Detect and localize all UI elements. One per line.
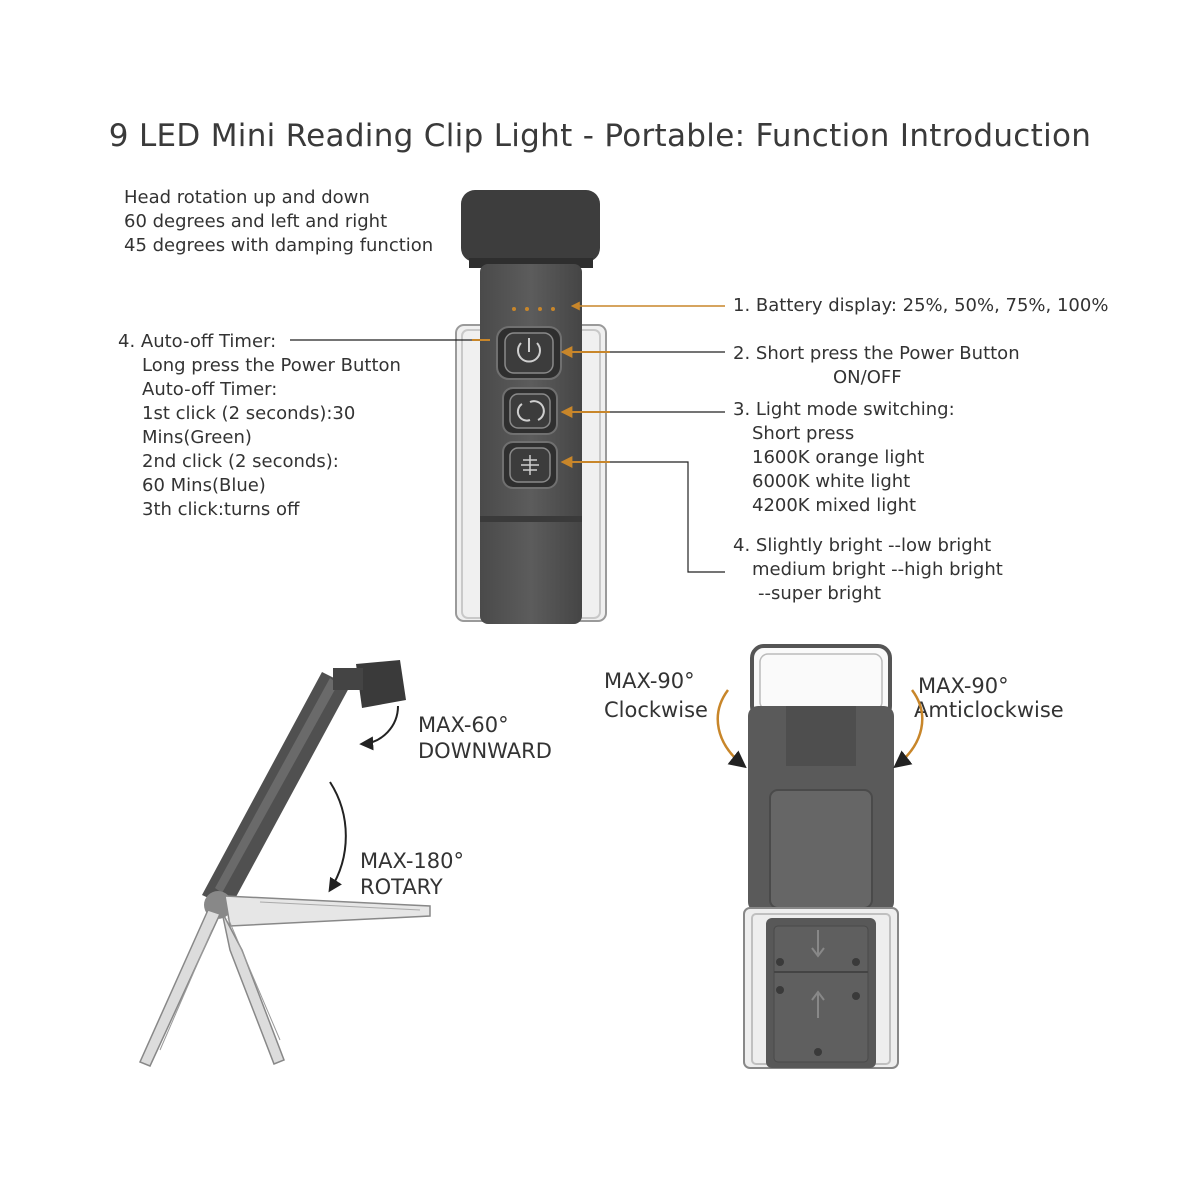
clockwise-direction-label: Clockwise [604, 698, 708, 722]
mode-orange-light: 1600K orange light [752, 447, 925, 468]
mode-white-light: 6000K white light [752, 471, 911, 492]
auto-off-line-5: Mins(Green) [142, 427, 252, 448]
auto-off-heading: 4. Auto-off Timer: [118, 331, 277, 352]
main-device [455, 190, 607, 624]
clockwise-angle-label: MAX-90° [604, 669, 695, 693]
anticlockwise-angle-label: MAX-90° [918, 674, 1009, 698]
mode-cycle-icon [516, 400, 545, 422]
power-on-off-label: ON/OFF [833, 367, 902, 388]
mode-short-press: Short press [752, 423, 855, 444]
power-icon [517, 338, 541, 363]
head-rotation-line-2: 60 degrees and left and right [124, 211, 388, 232]
battery-led-icon [512, 307, 555, 311]
auto-off-line-3: Auto-off Timer: [142, 379, 278, 400]
down-direction-label: DOWNWARD [418, 739, 552, 763]
anticlockwise-direction-label: Amticlockwise [914, 698, 1064, 722]
rotary-angle-label: MAX-180° [360, 849, 464, 873]
mode-switching-heading: 3. Light mode switching: [733, 399, 955, 420]
brightness-line-2: medium bright --high bright [752, 559, 1003, 580]
auto-off-line-7: 60 Mins(Blue) [142, 475, 266, 496]
rotary-direction-label: ROTARY [360, 875, 443, 899]
auto-off-line-8: 3th click:turns off [142, 499, 300, 520]
brightness-line-1: 4. Slightly bright --low bright [733, 535, 992, 556]
auto-off-line-4: 1st click (2 seconds):30 [142, 403, 356, 424]
rotary-arc-arrow [328, 781, 347, 893]
clockwise-arc-arrow [716, 689, 747, 769]
head-rotation-line-3: 45 degrees with damping function [124, 235, 434, 256]
brightness-line-3: --super bright [758, 583, 882, 604]
leader-lines [290, 301, 725, 573]
back-view-device [743, 644, 899, 1069]
head-rotation-line-1: Head rotation up and down [124, 187, 370, 208]
downward-arc-arrow [359, 705, 400, 751]
brightness-icon [521, 455, 539, 475]
anticlockwise-arc-arrow [893, 689, 924, 769]
mode-mixed-light: 4200K mixed light [752, 495, 917, 516]
auto-off-line-2: Long press the Power Button [142, 355, 401, 376]
page-title: 9 LED Mini Reading Clip Light - Portable… [108, 118, 1092, 154]
auto-off-line-6: 2nd click (2 seconds): [142, 451, 339, 472]
side-view-device [138, 660, 431, 1067]
power-label: 2. Short press the Power Button [733, 343, 1020, 364]
down-angle-label: MAX-60° [418, 713, 509, 737]
battery-display-label: 1. Battery display: 25%, 50%, 75%, 100% [733, 295, 1109, 316]
